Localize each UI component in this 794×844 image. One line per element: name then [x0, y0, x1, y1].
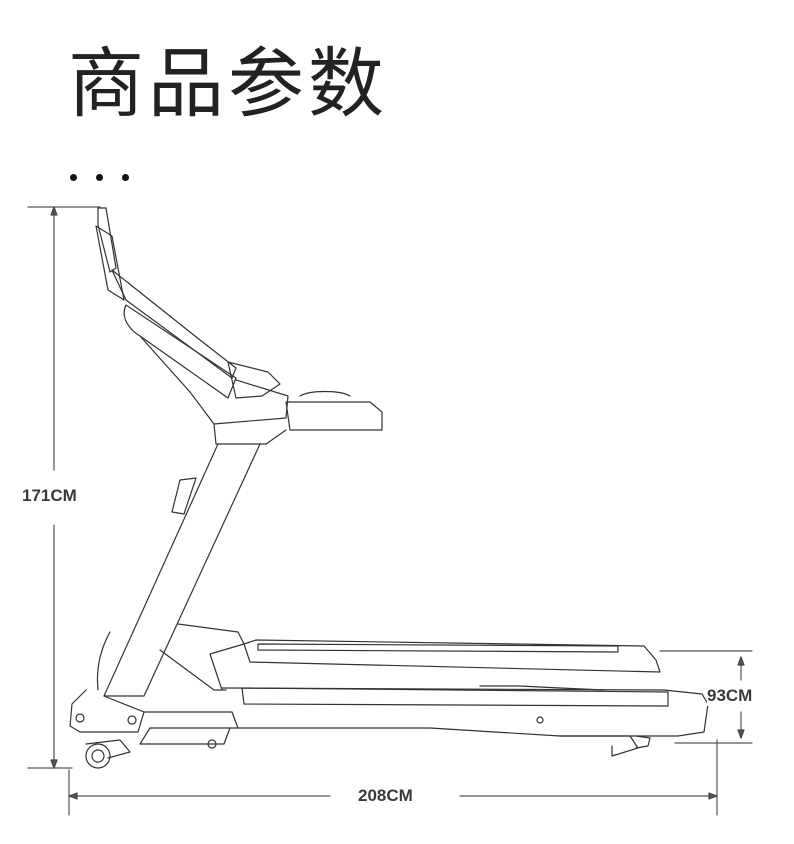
page-title: 商品参数 [68, 39, 388, 128]
ellipsis-decoration [70, 166, 148, 185]
dot-icon [122, 174, 129, 181]
length-dimension-line [68, 739, 718, 816]
treadmill-illustration [69, 207, 709, 769]
dot-icon [70, 174, 77, 181]
dot-icon [96, 174, 103, 181]
height-label: 171CM [22, 486, 77, 506]
deck-height-dimension-line [659, 650, 753, 744]
deck-height-label: 93CM [707, 686, 753, 706]
height-dimension-line [27, 206, 101, 769]
length-label: 208CM [358, 786, 413, 806]
